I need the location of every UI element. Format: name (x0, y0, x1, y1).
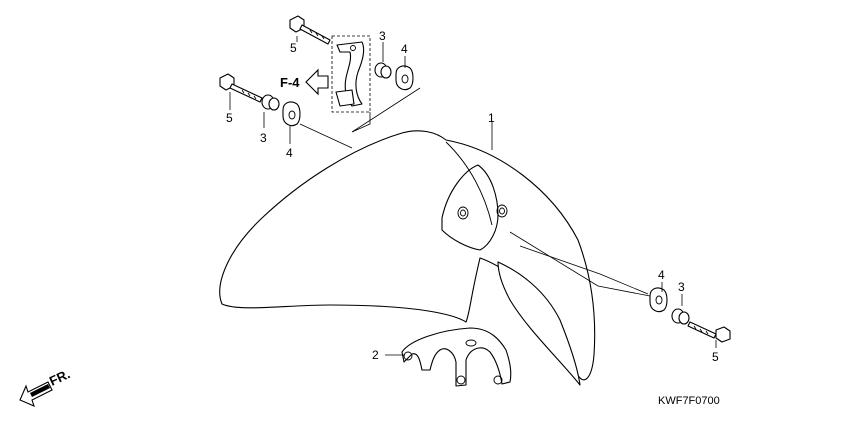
leader-lines (229, 36, 717, 356)
reference-mark: F-4 (280, 68, 329, 96)
collar-top[interactable] (374, 62, 392, 79)
grommet-right[interactable] (649, 287, 668, 313)
callout-collar-top: 3 (379, 29, 386, 43)
grommet-top[interactable] (395, 65, 414, 91)
front-fender[interactable] (219, 130, 596, 386)
left-arrow-icon (305, 68, 329, 96)
callout-bracket: 2 (372, 348, 379, 362)
direction-mark: FR. (19, 366, 72, 407)
assembly-lines (299, 87, 651, 297)
upper-clip-bracket[interactable] (331, 35, 371, 113)
callout-grommet-right: 4 (658, 268, 665, 282)
callout-bolt-top: 5 (290, 41, 297, 55)
collar-right[interactable] (671, 308, 690, 325)
callout-collar-left: 3 (260, 131, 267, 145)
diagram-code: KWF7F0700 (658, 395, 720, 407)
callout-grommet-top: 4 (401, 42, 408, 56)
callout-bolt-right: 5 (712, 350, 719, 364)
direction-label: FR. (47, 366, 72, 388)
callout-grommet-left: 4 (286, 146, 293, 160)
bolt-right[interactable] (687, 321, 731, 343)
callout-bolt-left: 5 (226, 111, 233, 125)
fender-bracket[interactable] (401, 327, 512, 387)
reference-label: F-4 (280, 75, 300, 90)
bolt-top[interactable] (289, 15, 331, 45)
bolt-left[interactable] (219, 73, 263, 103)
callout-collar-right: 3 (678, 280, 685, 294)
collar-left[interactable] (261, 94, 280, 111)
grommet-left[interactable] (282, 101, 301, 127)
callout-fender: 1 (488, 111, 495, 125)
